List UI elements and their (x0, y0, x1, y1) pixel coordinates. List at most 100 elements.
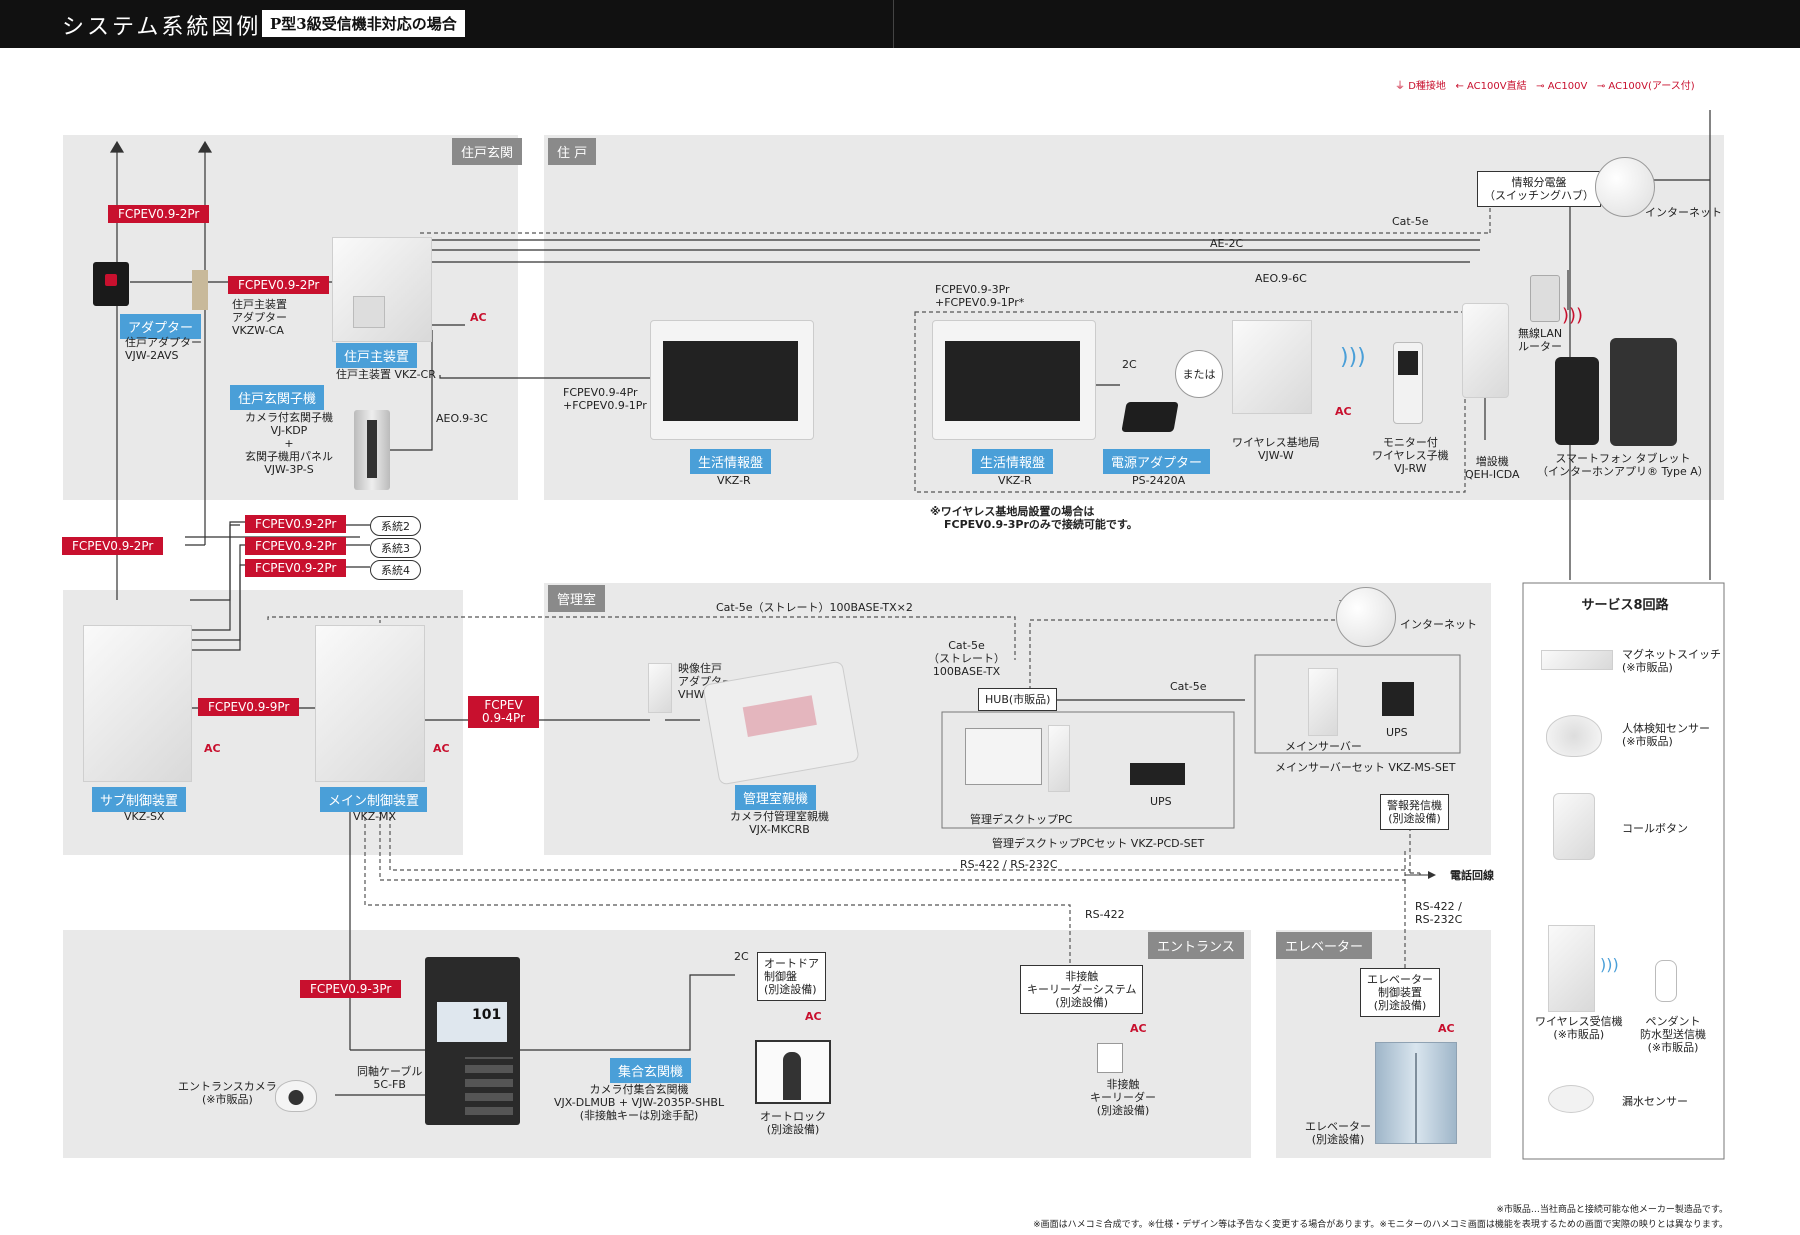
panel-2-label: 生活情報盤 (972, 449, 1054, 474)
ground-icon: ⏚ (1395, 81, 1405, 92)
main-unit-device (332, 237, 432, 342)
main-server-device (1308, 668, 1338, 736)
panel-2-model: VKZ-R (998, 474, 1032, 487)
sub-controller-label: サブ制御装置 (92, 787, 187, 812)
plug-earth-icon: ⊸ (1596, 81, 1606, 92)
card-reader-device (1097, 1043, 1123, 1073)
router-device (1530, 275, 1560, 322)
sub-controller-device (83, 625, 192, 782)
entrance-camera-device (275, 1080, 317, 1112)
cable-2c-autodoor: 2C (734, 950, 749, 963)
desktop-label: 管理デスクトップPC (970, 813, 1073, 826)
legend-ac: AC100V (1547, 81, 1588, 92)
panel-1-label: 生活情報盤 (690, 449, 772, 474)
ups-server-label: UPS (1386, 726, 1408, 739)
leak-sensor-device (1548, 1085, 1594, 1113)
service-title: サービス8回路 (1545, 594, 1705, 613)
smart-device-desc: スマートフォン タブレット（インターホンアプリ® Type A） (1537, 452, 1709, 478)
main-unit-name: 住戸主装置 VKZ-CR (336, 368, 436, 381)
ups-server-device (1382, 682, 1414, 716)
cable-label-fcpev-3pr: FCPEV0.9-3Pr (300, 980, 402, 998)
ac-main-controller: AC (433, 742, 450, 755)
footer-note-1: ※市販品…当社商品と接続可能な他メーカー製造品です。 (1496, 1205, 1728, 1215)
cable-fc-3pr-1pr: FCPEV0.9-3Pr+FCPEV0.9-1Pr* (935, 283, 1025, 309)
sub-controller-model: VKZ-SX (124, 810, 165, 823)
ac-elevator: AC (1438, 1022, 1455, 1035)
zone-tag-entrance: エントランス (1148, 932, 1244, 959)
zone-tag-management: 管理室 (548, 585, 606, 612)
cable-label-fcpev-2pr-adapter: FCPEV0.9-2Pr (228, 276, 330, 294)
smartphone-device (1555, 357, 1599, 445)
legend-ac-direct: AC100V直結 (1467, 81, 1527, 92)
globe-icon (1595, 157, 1655, 217)
power-adapter-label: 電源アダプター (1103, 449, 1211, 474)
desktop-monitor-device (965, 728, 1042, 785)
elevator-device (1375, 1042, 1457, 1144)
wireless-wave-icon: ))) (1340, 345, 1366, 370)
info-panel-hub: 情報分電盤（スイッチングハブ） (1477, 171, 1601, 207)
footer-note-2: ※画面はハメコミ合成です。※仕様・デザイン等は予告なく変更する場合があります。※… (1033, 1220, 1728, 1230)
auto-lock-desc: オートロック(別途設備) (760, 1110, 826, 1136)
wireless-signal-icon: ))) (1600, 955, 1619, 974)
leak-sensor-label: 漏水センサー (1622, 1095, 1688, 1108)
cable-label-fcpev-9pr: FCPEV0.9-9Pr (198, 698, 300, 716)
cable-aeo6c: AEO.9-6C (1255, 272, 1307, 285)
cable-aeo3c: AEO.9-3C (436, 412, 488, 425)
main-unit-label: 住戸主装置 (336, 343, 418, 368)
main-controller-device (315, 625, 425, 782)
tablet-device (1610, 338, 1677, 446)
alarm-device: 警報発信機(別途設備) (1380, 794, 1449, 830)
legend: ⏚ D種接地 ← AC100V直結 ⊸ AC100V ⊸ AC100V(アース付… (1395, 77, 1695, 92)
or-badge: または (1175, 350, 1223, 398)
call-button-label: コールボタン (1622, 822, 1688, 835)
panel-1-model: VKZ-R (717, 474, 751, 487)
auto-lock-door-icon (755, 1040, 831, 1104)
legend-ac-earth: AC100V(アース付) (1608, 81, 1695, 92)
door-station-label: 住戸玄関子機 (230, 385, 325, 410)
main-server-set: メインサーバーセット VKZ-MS-SET (1275, 761, 1456, 774)
cable-label-fcpev-2pr-top: FCPEV0.9-2Pr (108, 205, 210, 223)
ac-main-unit: AC (470, 311, 487, 324)
ac-monitor: AC (1335, 405, 1352, 418)
adapter-label: アダプター (120, 314, 202, 339)
cable-ae2c: AE-2C (1210, 237, 1244, 250)
cable-rs422: RS-422 (1085, 908, 1125, 921)
page-title: システム系統図例 (62, 15, 262, 40)
cable-label-fcpev-2pr-sys3: FCPEV0.9-2Pr (245, 537, 347, 555)
ups-desktop-device (1130, 763, 1185, 785)
cable-label-fcpev-2pr-sys4: FCPEV0.9-2Pr (245, 559, 347, 577)
zone-tag-elevator: エレベーター (1276, 932, 1373, 959)
main-server-label: メインサーバー (1285, 740, 1362, 753)
header-divider (893, 0, 894, 48)
legend-ground: D種接地 (1408, 81, 1446, 92)
main-controller-model: VKZ-MX (353, 810, 397, 823)
entrance-station-label: 集合玄関機 (610, 1058, 692, 1083)
wireless-receiver-device (1548, 925, 1595, 1012)
cable-cat5e-straight: Cat-5e（ストレート）100BASE-TX×2 (716, 601, 913, 614)
pendant-label: ペンダント防水型送信機(※市販品) (1640, 1015, 1706, 1054)
magnet-switch-label: マグネットスイッチ(※市販品) (1622, 648, 1721, 674)
elevator-desc: エレベーター(別途設備) (1305, 1120, 1371, 1146)
motion-sensor-label: 人体検知センサー(※市販品) (1622, 722, 1710, 748)
auto-door-control: オートドア制御盤(別途設備) (757, 952, 826, 1001)
power-adapter-model: PS-2420A (1132, 474, 1186, 487)
panel-1-device (650, 320, 814, 440)
cable-2c-power: 2C (1122, 358, 1137, 371)
panel-2-device (932, 320, 1096, 440)
main-controller-label: メイン制御装置 (320, 787, 428, 812)
cable-cat5e: Cat-5e (1392, 215, 1429, 228)
card-reader-system: 非接触キーリーダーシステム(別途設備) (1020, 965, 1144, 1014)
elevator-control: エレベーター制御装置(別途設備) (1360, 968, 1440, 1017)
ups-desktop-label: UPS (1150, 795, 1172, 808)
pendant-device (1655, 960, 1677, 1002)
monitor-handset-device (1393, 342, 1423, 424)
ac-auto-door: AC (805, 1010, 822, 1023)
